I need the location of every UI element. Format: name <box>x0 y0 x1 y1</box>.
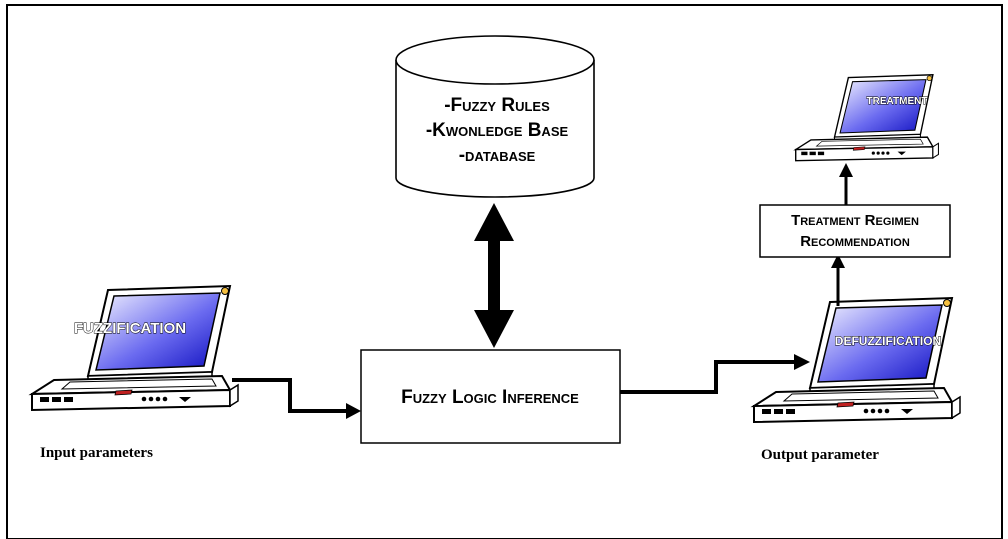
recommendation-line-2: Recommendation <box>800 233 910 250</box>
arrowhead-treatment <box>839 163 853 177</box>
arrow-input-to-inference <box>232 378 348 413</box>
double-arrow-db-inference <box>474 203 514 348</box>
arrowhead-input <box>346 403 361 419</box>
caption-input-parameters: Input parameters <box>40 445 153 461</box>
screen-label-defuzzification: defuzzification <box>835 334 941 348</box>
recommendation-box: Treatment Regimen Recommendation <box>759 204 951 258</box>
screen-label-fuzzification: fuzzification <box>74 320 186 337</box>
inference-box: Fuzzy Logic Inference <box>360 349 621 444</box>
laptop-defuzzification: defuzzification <box>753 297 961 423</box>
laptop-treatment: treatment <box>795 74 940 162</box>
laptop-fuzzification: fuzzification <box>31 285 239 411</box>
db-line-database: -database <box>459 145 536 166</box>
caption-output-parameter: Output parameter <box>761 447 879 463</box>
database-cylinder: -Fuzzy Rules -Kwonledge Base -database <box>395 35 595 198</box>
screen-label-treatment: treatment <box>867 96 928 107</box>
inference-label: Fuzzy Logic Inference <box>401 387 579 408</box>
recommendation-line-1: Treatment Regimen <box>791 212 919 229</box>
db-line-knowledge-base: -Kwonledge Base <box>426 120 569 141</box>
arrowhead-recommendation <box>831 254 845 268</box>
arrow-inference-to-output <box>620 360 795 394</box>
db-line-fuzzy-rules: -Fuzzy Rules <box>444 95 550 116</box>
arrowhead-output <box>794 354 810 370</box>
